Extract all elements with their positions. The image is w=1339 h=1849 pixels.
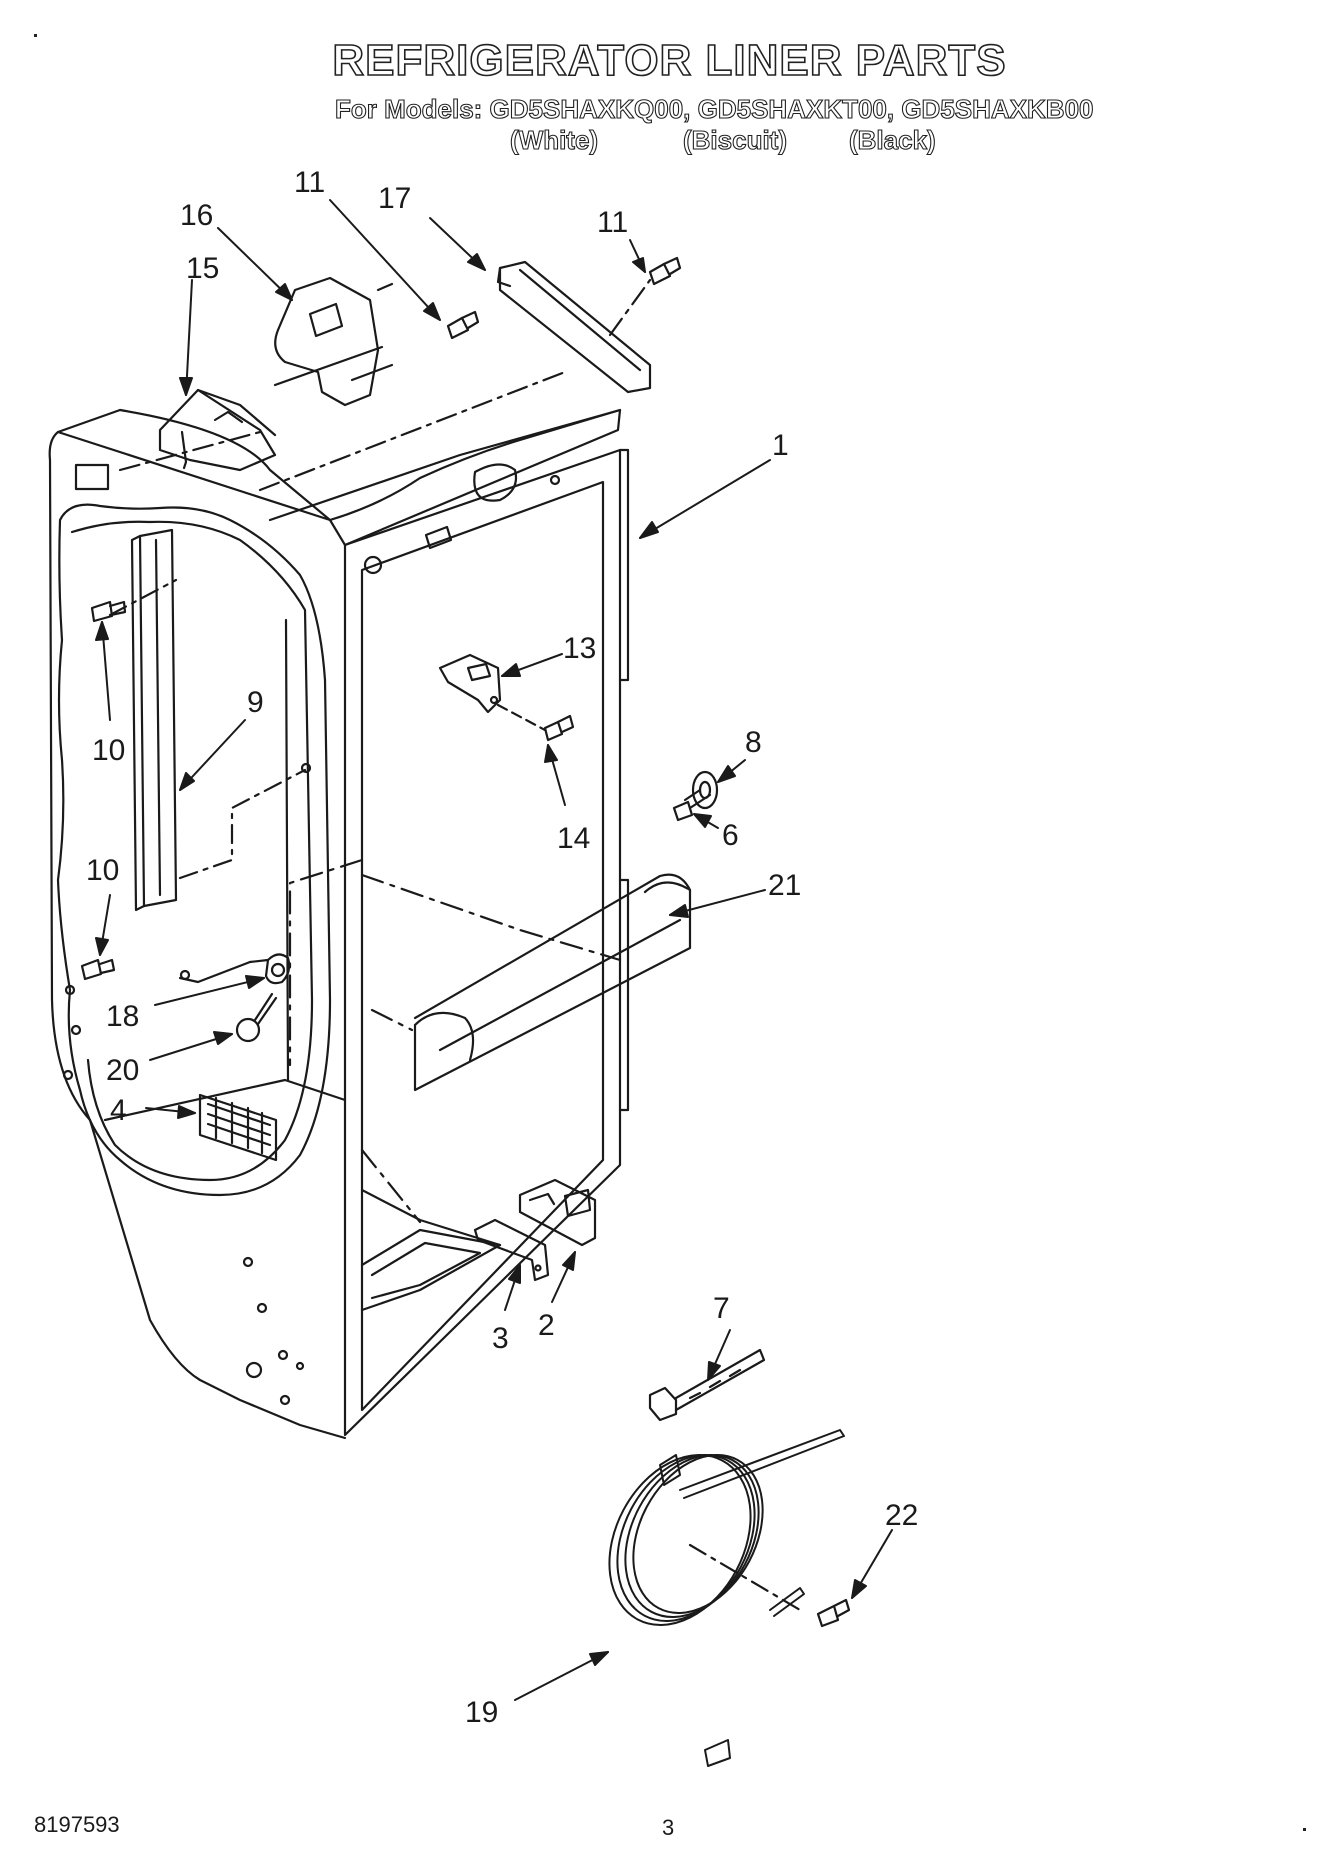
callout-18: 18 xyxy=(106,1000,139,1033)
document-number: 8197593 xyxy=(34,1812,120,1837)
leader-line xyxy=(273,345,384,387)
screw-hole xyxy=(300,762,312,774)
bracket-part-17 xyxy=(496,260,652,394)
variant-white: (White) xyxy=(509,124,599,155)
callout-10-bottom: 10 xyxy=(86,854,119,887)
callout-13: 13 xyxy=(563,632,596,665)
lamp-socket-part-18 xyxy=(178,953,291,985)
callout-2: 2 xyxy=(538,1309,555,1342)
callout-14: 14 xyxy=(557,822,590,855)
cable-tie-part-7 xyxy=(648,1348,766,1422)
air-grille-part-4 xyxy=(198,1093,278,1162)
callout-19: 19 xyxy=(465,1696,498,1729)
screw-part-6 xyxy=(672,800,694,822)
leader-arrows xyxy=(95,199,893,1701)
dashed-leader xyxy=(608,278,652,337)
dashed-leader xyxy=(258,370,567,492)
screw-part-10-top xyxy=(90,600,127,623)
callout-4: 4 xyxy=(110,1094,127,1127)
callout-11-left: 11 xyxy=(294,166,325,199)
callout-17: 17 xyxy=(378,182,411,215)
callout-22: 22 xyxy=(885,1499,918,1532)
bracket-part-13 xyxy=(438,653,502,714)
callout-6: 6 xyxy=(722,819,739,852)
screw-part-14 xyxy=(543,714,575,742)
callout-20: 20 xyxy=(106,1054,139,1087)
models-line: For Models: GD5SHAXKQ00, GD5SHAXKT00, GD… xyxy=(334,93,1094,124)
callout-11-right: 11 xyxy=(597,206,628,239)
callout-9: 9 xyxy=(247,686,264,719)
control-housing-part-15 xyxy=(158,388,277,472)
crisper-cover-part-21 xyxy=(413,873,692,1092)
page-title: REFRIGERATOR LINER PARTS xyxy=(332,35,1007,86)
liner-body xyxy=(48,408,630,1440)
leader-line xyxy=(350,363,394,382)
callout-7: 7 xyxy=(713,1292,730,1325)
callout-21: 21 xyxy=(768,869,801,902)
callout-8: 8 xyxy=(745,726,762,759)
dashed-leader xyxy=(108,578,178,617)
spacer-part-8 xyxy=(683,770,719,810)
screw-part-11-right xyxy=(648,256,682,286)
callout-10-top: 10 xyxy=(92,734,125,767)
bracket-part-3 xyxy=(473,1218,550,1282)
variant-biscuit: (Biscuit) xyxy=(682,124,787,155)
dashed-guide-line xyxy=(360,1008,422,1224)
rail-part-9 xyxy=(130,528,178,912)
bracket-part-2 xyxy=(518,1178,597,1247)
dashed-leader xyxy=(496,703,547,732)
cover-bracket-part-16 xyxy=(274,276,380,407)
callout-16: 16 xyxy=(180,199,213,232)
screw-part-22 xyxy=(816,1598,851,1628)
callout-15: 15 xyxy=(186,252,219,285)
variant-black: (Black) xyxy=(848,124,936,155)
corner-mark xyxy=(34,34,37,37)
screw-part-11-left xyxy=(446,310,480,340)
dashed-guide-line xyxy=(288,858,364,1067)
callout-3: 3 xyxy=(492,1322,509,1355)
corner-mark xyxy=(1303,1828,1306,1831)
light-bulb-part-20 xyxy=(235,992,278,1043)
dashed-leader xyxy=(178,768,307,880)
page-number: 3 xyxy=(662,1815,675,1840)
screw-part-10-bottom xyxy=(80,958,116,981)
water-tubing-part-19 xyxy=(608,1429,845,1767)
dashed-leader xyxy=(118,430,262,472)
leader-line xyxy=(376,282,394,292)
callout-1: 1 xyxy=(772,429,789,462)
dashed-leader xyxy=(688,1543,802,1612)
dashed-guide-line xyxy=(360,873,622,962)
